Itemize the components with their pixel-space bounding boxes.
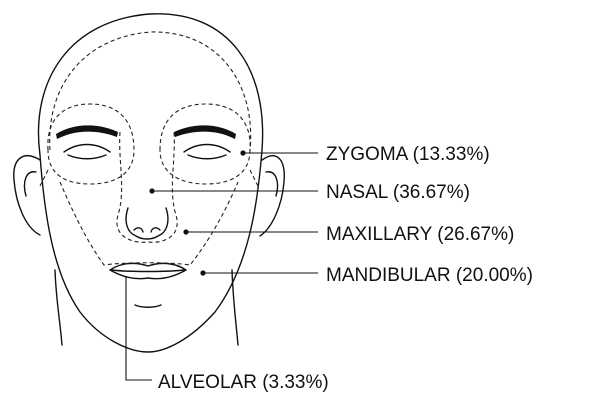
right-eye-lid xyxy=(188,155,226,159)
maxillary-label: MAXILLARY (26.67%) xyxy=(326,224,514,245)
alveolar-leader xyxy=(126,276,152,380)
zygoma-right-dashed xyxy=(250,170,258,186)
right-ear xyxy=(260,156,284,236)
right-ear-inner xyxy=(266,172,278,196)
nostril-left xyxy=(134,228,143,232)
right-eyebrow xyxy=(174,125,236,139)
left-eye xyxy=(64,145,110,153)
left-eyebrow xyxy=(56,125,118,139)
nasal-label: NASAL (36.67%) xyxy=(326,182,470,203)
face-drawing xyxy=(14,14,284,352)
nasal-region-dashed xyxy=(117,132,177,242)
right-eye xyxy=(184,145,230,153)
chin-crease xyxy=(135,305,161,307)
face-outline xyxy=(38,14,262,352)
maxillary-region-dashed xyxy=(60,182,238,265)
left-ear-inner xyxy=(24,172,36,196)
nostril-right xyxy=(151,228,160,232)
neck-right xyxy=(232,270,238,345)
left-ear xyxy=(14,156,40,235)
labels: ZYGOMA (13.33%) NASAL (36.67%) MAXILLARY… xyxy=(158,144,533,393)
mouth-line xyxy=(112,270,184,272)
leaders xyxy=(126,150,318,380)
nose xyxy=(126,208,168,239)
left-eye-lid xyxy=(68,155,106,159)
zygoma-label: ZYGOMA (13.33%) xyxy=(326,144,490,165)
neck-left xyxy=(55,270,62,345)
mandibular-label: MANDIBULAR (20.00%) xyxy=(326,265,533,286)
alveolar-label: ALVEOLAR (3.33%) xyxy=(158,372,329,393)
